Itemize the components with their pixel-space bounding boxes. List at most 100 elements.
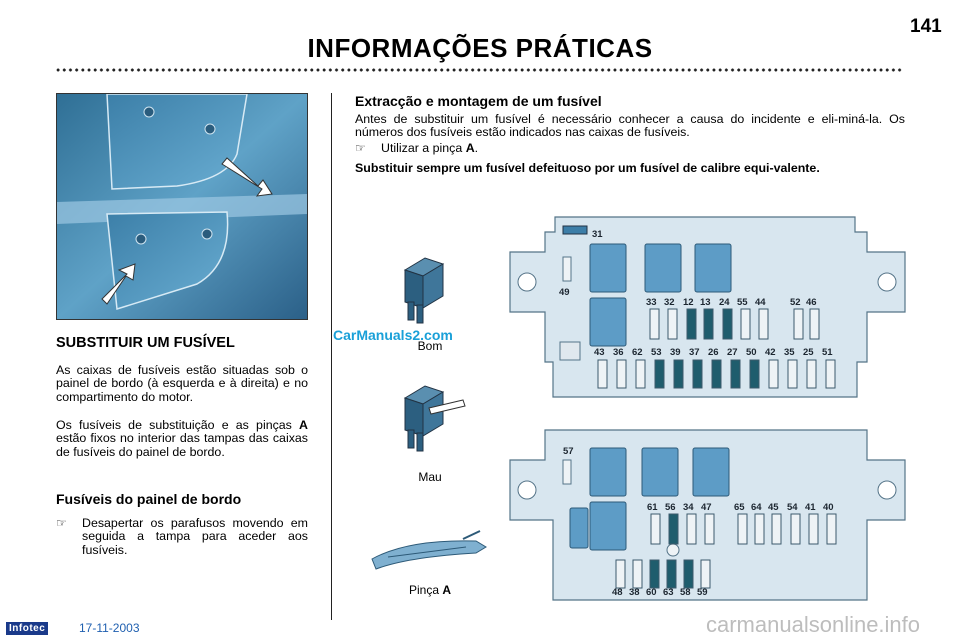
fuse-45: [771, 513, 782, 545]
fuse-65: [737, 513, 748, 545]
fuse-label-26: 26: [708, 347, 719, 358]
fuse-40: [826, 513, 837, 545]
footer-website: carmanualsonline.info: [706, 612, 921, 637]
fuse-50: [749, 359, 760, 389]
fuse-60: [649, 559, 660, 589]
fuse-label-57: 57: [563, 446, 574, 457]
fuse-61: [650, 513, 661, 545]
fuse-41: [808, 513, 819, 545]
fuse-56: [668, 513, 679, 545]
paragraph-find-cause: Antes de substituir um fusível é necessá…: [355, 112, 905, 140]
fuse-label-53: 53: [651, 347, 662, 358]
fuse-43: [597, 359, 608, 389]
fuse-label-54: 54: [787, 502, 798, 513]
pointing-hand-icon: ☞: [56, 516, 67, 530]
fuse-label-37: 37: [689, 347, 700, 358]
fuse-label-44: 44: [755, 297, 766, 308]
fuse-label-59: 59: [697, 587, 708, 598]
fuse-25: [806, 359, 817, 389]
fuse-39: [673, 359, 684, 389]
fuse-35: [787, 359, 798, 389]
fuse-label-43: 43: [594, 347, 605, 358]
fuse-label-52: 52: [790, 297, 801, 308]
p2-bold-a: A: [299, 418, 308, 432]
fuse-label-60: 60: [646, 587, 657, 598]
fuse-52: [793, 308, 804, 340]
fuse-label-61: 61: [647, 502, 658, 513]
section-heading-dashboard-fuses: Fusíveis do painel de bordo: [56, 491, 242, 507]
bullet-use-tweezers: ☞ Utilizar a pinça A.: [355, 141, 479, 155]
fuse-63: [666, 559, 677, 589]
caption-tweezers: Pinça A: [408, 583, 452, 597]
bullet-unscrew-cover: ☞ Desapertar os parafusos movendo em seg…: [56, 516, 308, 557]
fuse-34: [686, 513, 697, 545]
fuse-37: [692, 359, 703, 389]
fuse-36: [616, 359, 627, 389]
fuse-46: [809, 308, 820, 340]
fuse-label-36: 36: [613, 347, 624, 358]
fuse-label-50: 50: [746, 347, 757, 358]
fuse-47: [704, 513, 715, 545]
fuse-62: [635, 359, 646, 389]
fuse-label-24: 24: [719, 297, 730, 308]
footer-date: 17-11-2003: [79, 621, 140, 635]
fuse-label-49: 49: [559, 287, 570, 298]
fuse-label-32: 32: [664, 297, 675, 308]
pointing-hand-icon: ☞: [355, 141, 366, 155]
fuse-51: [825, 359, 836, 389]
fuse-label-40: 40: [823, 502, 834, 513]
section-heading-extract-fuse: Extracção e montagem de um fusível: [355, 93, 602, 109]
fuse-58: [683, 559, 694, 589]
fuse-label-63: 63: [663, 587, 674, 598]
fuse-label-46: 46: [806, 297, 817, 308]
fuse-label-56: 56: [665, 502, 676, 513]
fuse-label-39: 39: [670, 347, 681, 358]
fuse-label-62: 62: [632, 347, 643, 358]
p2-text-start: Os fusíveis de substituição e as pinças: [56, 418, 300, 432]
fuse-12: [686, 308, 697, 340]
paragraph-spare-fuses: Os fusíveis de substituição e as pinças …: [56, 418, 308, 459]
fuse-32: [667, 308, 678, 340]
caption-bad-fuse: Mau: [418, 470, 442, 484]
p2-text-end: estão fixos no interior das tampas das c…: [56, 431, 308, 459]
fuse-label-58: 58: [680, 587, 691, 598]
warning-replace-same-rating: Substituir sempre um fusível defeituoso …: [355, 161, 820, 175]
fuse-label-35: 35: [784, 347, 795, 358]
bullet-text: Utilizar a pinça A.: [381, 141, 479, 155]
fuse-label-41: 41: [805, 502, 816, 513]
fuse-38: [632, 559, 643, 589]
fuse-54: [790, 513, 801, 545]
fuse-24: [722, 308, 733, 340]
fuse-label-34: 34: [683, 502, 694, 513]
fuse-label-48: 48: [612, 587, 623, 598]
fuse-label-33: 33: [646, 297, 657, 308]
fuse-48: [615, 559, 626, 589]
page-number: 141: [910, 16, 942, 37]
fuse-13: [703, 308, 714, 340]
section-heading-replace-fuse: SUBSTITUIR UM FUSÍVEL: [56, 335, 235, 351]
paragraph-fusebox-location: As caixas de fusíveis estão situadas sob…: [56, 363, 308, 404]
fuse-label-42: 42: [765, 347, 776, 358]
bullet-text: Desapertar os parafusos movendo em segui…: [82, 516, 308, 557]
fuse-53: [654, 359, 665, 389]
good-fuse-icon: [403, 257, 445, 324]
infotec-logo: Infotec: [6, 622, 49, 635]
fusebox-cover-illustration: [56, 93, 308, 320]
fuse-label-27: 27: [727, 347, 738, 358]
fuse-label-25: 25: [803, 347, 814, 358]
fuse-label-12: 12: [683, 297, 694, 308]
fuse-label-55: 55: [737, 297, 748, 308]
fuse-26: [711, 359, 722, 389]
fuse-42: [768, 359, 779, 389]
blown-fuse-icon: [403, 385, 466, 452]
watermark-carmanuals: CarManuals2.com: [333, 327, 453, 343]
caption-good-fuse: Bom: [417, 339, 443, 353]
fuse-59: [700, 559, 711, 589]
fuse-label-31: 31: [592, 229, 603, 240]
